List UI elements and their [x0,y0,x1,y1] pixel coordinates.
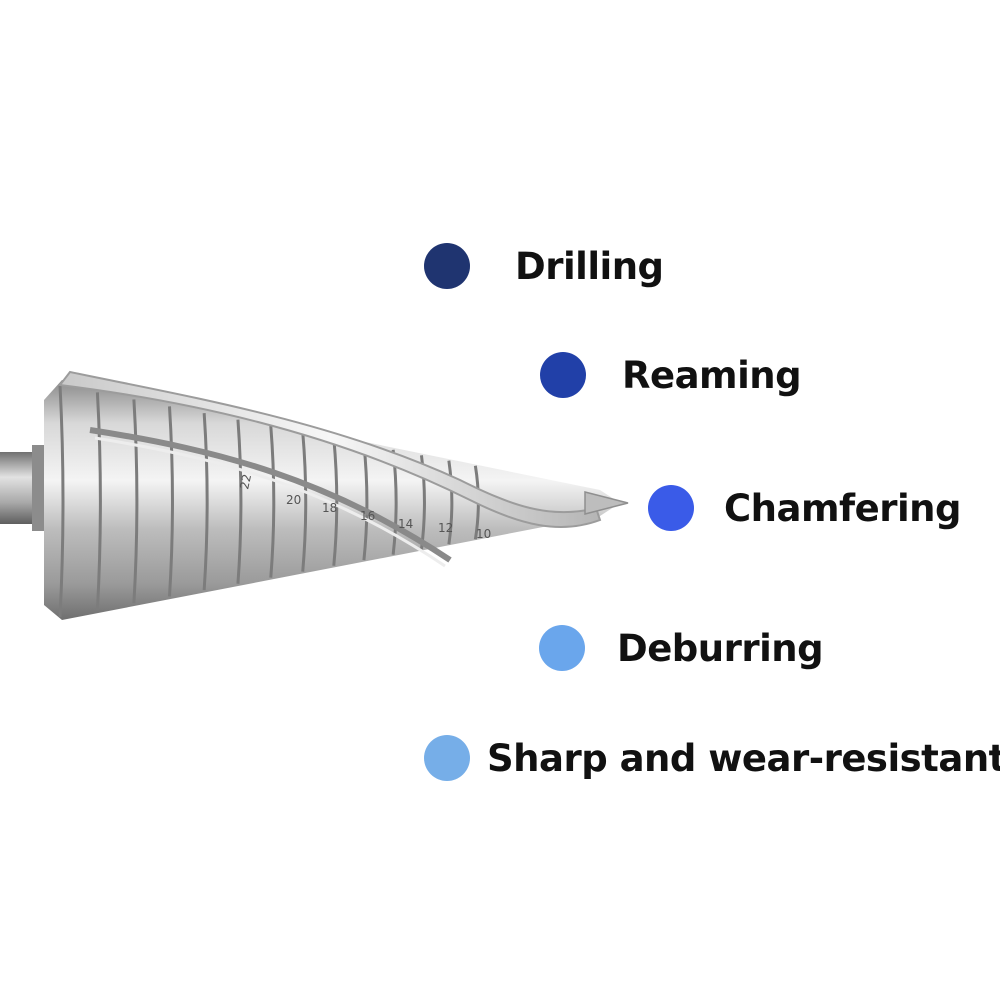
drill-step-ridge [167,406,174,597]
drill-size-markings: 22 20 18 16 14 12 10 [237,473,491,541]
drill-step-ridge [202,413,209,591]
drill-step-ridge [95,392,102,611]
drill-marking: 10 [476,527,491,541]
drill-marking: 22 [237,473,254,491]
drill-step-ridge [447,460,454,545]
drill-step-ridge [236,419,243,584]
bullet-dot-icon [648,485,694,531]
bullet-dot-icon [539,625,585,671]
drill-marking: 12 [438,521,453,535]
drill-step-ridge [362,443,369,561]
feature-item-reaming: Reaming [540,352,802,398]
bullet-dot-icon [424,735,470,781]
feature-label: Chamfering [724,486,961,530]
drill-tip [584,491,629,515]
drill-step-ridge [132,399,139,604]
drill-marking: 16 [360,509,375,523]
feature-item-deburring: Deburring [539,625,824,671]
feature-label: Drilling [515,244,664,288]
drill-cone-body [44,380,620,620]
feature-label: Deburring [617,626,824,670]
drill-marking: 20 [286,493,301,507]
feature-item-drilling: Drilling [424,243,664,289]
drill-marking: 14 [398,517,413,531]
feature-label: Sharp and wear-resistant [487,736,1000,780]
bullet-dot-icon [540,352,586,398]
drill-step-ridge [269,425,276,578]
drill-step-ridge [58,385,65,618]
feature-label: Reaming [622,353,802,397]
drill-step-ridge [301,432,308,572]
feature-item-chamfering: Chamfering [648,485,961,531]
feature-item-sharp-wear-resistant: Sharp and wear-resistant [424,735,1000,781]
bullet-dot-icon [424,243,470,289]
drill-marking: 18 [322,501,337,515]
drill-step-ridge [332,438,339,566]
